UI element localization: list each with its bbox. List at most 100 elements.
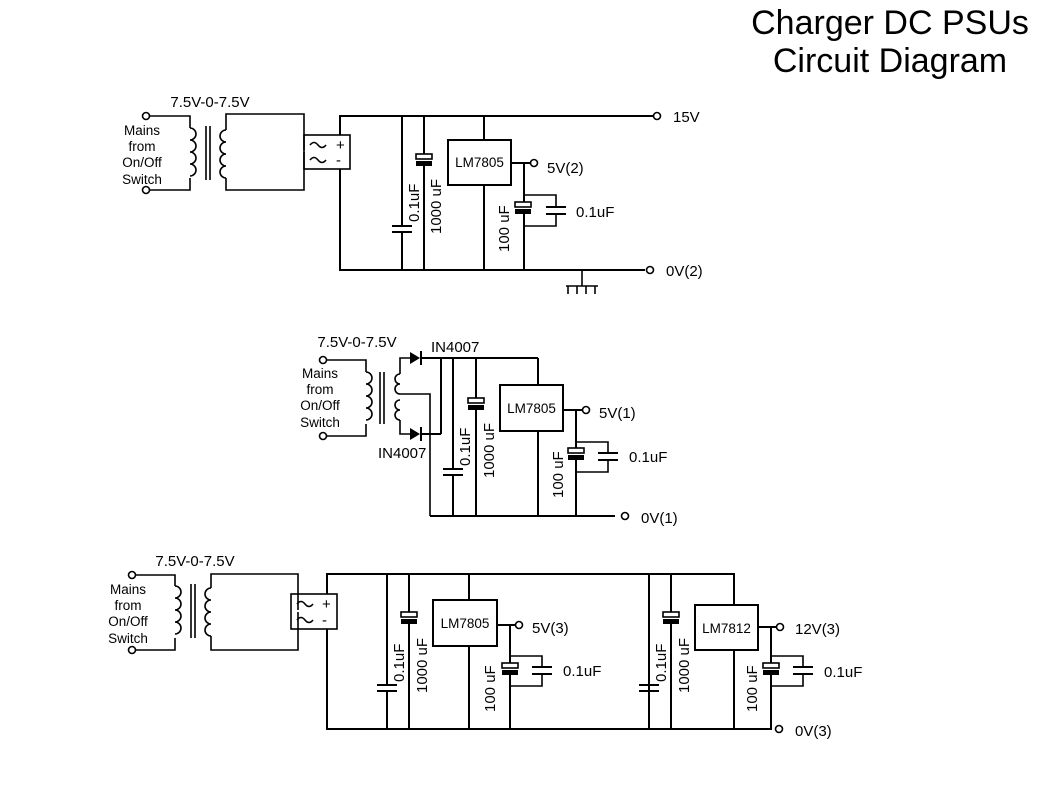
title-line-1: Charger DC PSUs <box>751 4 1029 42</box>
transformer-label: 7.5V-0-7.5V <box>170 94 249 111</box>
electrolytic-capacitor-icon: 1000 uF <box>467 358 498 516</box>
capacitor-icon: 0.1uF <box>392 116 423 270</box>
terminal-0v-icon <box>774 724 784 734</box>
voltage-regulator: LM7805 5V(2) <box>447 116 584 270</box>
rail-0v-label: 0V(2) <box>666 263 703 280</box>
electrolytic-capacitor-icon: 1000 uF <box>415 116 445 270</box>
electrolytic-capacitor-icon: 100 uF <box>550 442 585 516</box>
transformer-icon: 7.5V-0-7.5V <box>155 553 299 651</box>
cap-label: 0.1uF <box>406 184 423 222</box>
transformer-label: 7.5V-0-7.5V <box>317 334 396 351</box>
terminal-5v-icon <box>529 158 539 168</box>
rail-0v-label: 0V(3) <box>795 723 832 740</box>
rail-15v-label: 15V <box>673 109 700 126</box>
capacitor-icon: 0.1uF <box>639 574 670 729</box>
regulator-label: LM7812 <box>702 621 751 636</box>
capacitor-icon: 0.1uF <box>443 358 474 516</box>
cap-label: 0.1uF <box>824 664 862 681</box>
diagram-title: Charger DC PSUs Circuit Diagram <box>720 4 1058 80</box>
transformer-label: 7.5V-0-7.5V <box>155 553 234 570</box>
terminal-12v-icon <box>775 622 785 632</box>
mains-input-3: Mains from On/Off Switch <box>108 570 176 655</box>
cap-label: 100 uF <box>496 205 513 252</box>
mains-label-3: On/Off <box>122 155 162 170</box>
regulator-label: LM7805 <box>455 155 504 170</box>
mains-terminal-icon <box>141 111 151 121</box>
svg-text:-: - <box>336 152 341 169</box>
voltage-regulator: LM7812 12V(3) <box>694 604 840 729</box>
voltage-regulator: LM7805 5V(3) <box>432 574 569 729</box>
cap-label: 100 uF <box>482 665 499 712</box>
circuit-2: Mains from On/Off Switch 7.5V-0-7.5V IN4 <box>300 334 678 527</box>
cap-label: 1000 uF <box>428 179 445 234</box>
mains-input-1: Mains from On/Off Switch <box>122 111 191 195</box>
terminal-5v-icon <box>581 405 591 415</box>
cap-label: 1000 uF <box>414 638 431 693</box>
svg-text:-: - <box>322 612 327 629</box>
mains-terminal-icon <box>127 570 137 580</box>
cap-label: 0.1uF <box>576 204 614 221</box>
capacitor-icon: 0.1uF <box>771 655 862 687</box>
svg-text:+: + <box>322 596 331 613</box>
bridge-rectifier-icon: + - <box>303 134 351 170</box>
terminal-0v-icon <box>645 265 655 275</box>
mains-terminal-icon <box>318 355 328 365</box>
mains-label-2: from <box>307 382 334 397</box>
cap-label: 0.1uF <box>457 428 474 466</box>
rail-output-label: 5V(1) <box>599 405 636 422</box>
terminal-15v-icon <box>652 111 662 121</box>
mains-label-4: Switch <box>300 415 340 430</box>
mains-label-2: from <box>129 139 156 154</box>
mains-label-3: On/Off <box>108 614 148 629</box>
mains-terminal-icon <box>127 645 137 655</box>
mains-input-2: Mains from On/Off Switch <box>300 355 367 441</box>
ground-icon <box>566 270 598 294</box>
terminal-0v-icon <box>620 511 630 521</box>
capacitor-icon: 0.1uF <box>377 574 408 729</box>
capacitor-icon: 0.1uF <box>510 655 601 687</box>
mains-label-1: Mains <box>302 366 338 381</box>
circuit-1: Mains from On/Off Switch 7.5V-0-7.5V + - <box>122 94 703 294</box>
cap-label: 0.1uF <box>629 449 667 466</box>
mains-label-4: Switch <box>108 631 148 646</box>
terminal-5v-icon <box>514 620 524 630</box>
capacitor-icon: 0.1uF <box>524 194 614 227</box>
circuit-3: Mains from On/Off Switch 7.5V-0-7.5V + - <box>108 553 862 740</box>
electrolytic-capacitor-icon: 100 uF <box>482 656 519 729</box>
svg-text:+: + <box>336 137 345 154</box>
mains-label-1: Mains <box>110 582 146 597</box>
mains-label-2: from <box>115 598 142 613</box>
mains-terminal-icon <box>141 185 151 195</box>
mains-label-4: Switch <box>122 172 162 187</box>
voltage-regulator: LM7805 5V(1) <box>499 358 636 516</box>
diode-icon: IN4007 <box>378 427 441 462</box>
rail-output-label: 5V(3) <box>532 620 569 637</box>
rail-output-label: 12V(3) <box>795 621 840 638</box>
center-tap-transformer-icon: 7.5V-0-7.5V <box>317 334 431 516</box>
transformer-icon: 7.5V-0-7.5V <box>170 94 305 191</box>
cap-label: 100 uF <box>550 451 567 498</box>
regulator-label: LM7805 <box>507 401 556 416</box>
mains-terminal-icon <box>318 431 328 441</box>
electrolytic-capacitor-icon: 1000 uF <box>662 574 693 729</box>
rail-0v-label: 0V(1) <box>641 510 678 527</box>
diode-icon: IN4007 <box>410 339 538 365</box>
diode-label: IN4007 <box>378 445 426 462</box>
cap-label: 1000 uF <box>676 638 693 693</box>
diode-label: IN4007 <box>431 339 479 356</box>
mains-label-3: On/Off <box>300 398 340 413</box>
mains-label-1: Mains <box>124 123 160 138</box>
regulator-label: LM7805 <box>441 616 490 631</box>
electrolytic-capacitor-icon: 100 uF <box>496 195 532 270</box>
electrolytic-capacitor-icon: 100 uF <box>744 656 780 729</box>
rail-output-label: 5V(2) <box>547 160 584 177</box>
electrolytic-capacitor-icon: 1000 uF <box>400 574 431 729</box>
cap-label: 0.1uF <box>653 644 670 682</box>
cap-label: 1000 uF <box>481 423 498 478</box>
title-line-2: Circuit Diagram <box>772 42 1008 80</box>
capacitor-icon: 0.1uF <box>576 441 667 473</box>
bridge-rectifier-icon: + - <box>290 593 338 630</box>
cap-label: 0.1uF <box>391 644 408 682</box>
